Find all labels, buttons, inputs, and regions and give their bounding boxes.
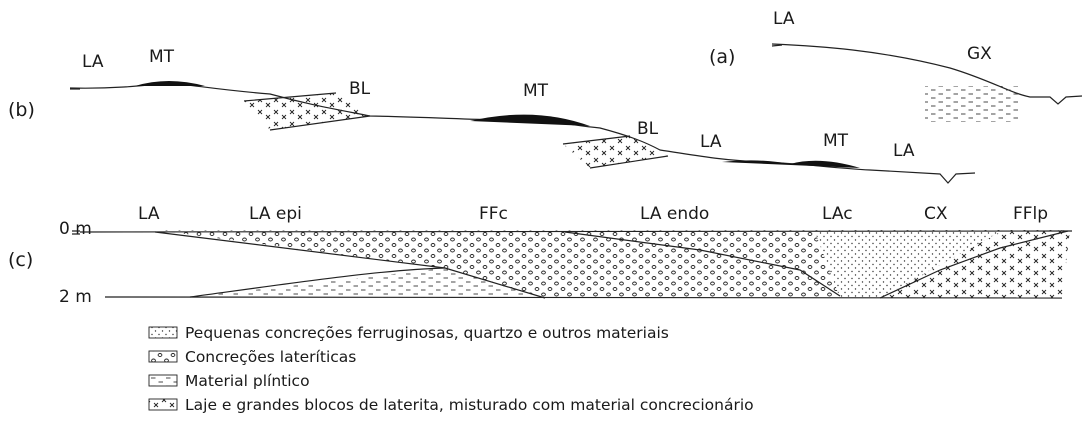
- label-b-la-2: LA: [700, 132, 722, 152]
- label-c-ffc: FFc: [479, 204, 508, 224]
- surface-line: [79, 230, 1073, 233]
- label-b-la-3: LA: [893, 141, 915, 161]
- mt-lens-2: [470, 114, 590, 126]
- legend-label-circles: Concreções lateríticas: [185, 348, 356, 366]
- laterite-blocks-zone: [880, 230, 1070, 298]
- legend-label-fine-dots: Pequenas concreções ferruginosas, quartz…: [185, 324, 669, 342]
- endo-boundary: [564, 231, 841, 297]
- plinthic-boundary: [189, 267, 446, 298]
- depth-top-ticks: [72, 230, 80, 235]
- panel-a: (a) LA GX: [709, 9, 1083, 122]
- fine-concretions-zone: [815, 232, 1000, 298]
- mt-lens-1: [135, 81, 205, 86]
- legend-swatch-fine-dots: [148, 326, 178, 339]
- legend-item-circles: Concreções lateríticas: [148, 348, 356, 366]
- label-a-gx: GX: [967, 44, 992, 64]
- panel-a-tag: (a): [709, 46, 735, 68]
- legend-swatch-circles: [148, 350, 178, 363]
- bl-wedge-2: [563, 136, 668, 168]
- label-b-mt-3: MT: [823, 131, 849, 151]
- bl-wedge-1-lines: [243, 92, 371, 131]
- panel-b: (b) LA MT BL MT BL LA MT LA: [8, 47, 976, 184]
- label-b-bl-2: BL: [637, 119, 659, 139]
- label-b-la-1: LA: [82, 52, 104, 72]
- legend-item-fine-dots: Pequenas concreções ferruginosas, quartz…: [148, 324, 669, 342]
- depth-top-label: 0 m: [59, 219, 92, 239]
- depth-bottom-label: 2 m: [59, 287, 92, 307]
- legend-swatch-dashes: [148, 374, 178, 387]
- label-a-la: LA: [773, 9, 795, 29]
- label-c-cx: CX: [924, 204, 948, 224]
- label-b-bl-1: BL: [349, 79, 371, 99]
- legend: Pequenas concreções ferruginosas, quartz…: [148, 324, 754, 414]
- label-c-la-epi: LA epi: [249, 204, 302, 224]
- plinthic-patch-a: [925, 86, 1019, 122]
- legend-label-dashes: Material plíntico: [185, 372, 310, 390]
- bl-wedge-2-lines: [562, 135, 669, 169]
- profile-a-tick: [771, 44, 783, 47]
- label-b-mt-2: MT: [523, 81, 549, 101]
- legend-label-crosses: Laje e grandes blocos de laterita, mistu…: [185, 396, 754, 414]
- legend-item-crosses: Laje e grandes blocos de laterita, mistu…: [148, 396, 754, 414]
- mt-lens-3: [722, 160, 860, 168]
- legend-swatch-crosses: [148, 398, 178, 411]
- plinthic-zone: [190, 268, 545, 298]
- label-c-fflp: FFlp: [1013, 204, 1048, 224]
- label-c-la: LA: [138, 204, 160, 224]
- panel-c-tag: (c): [8, 249, 33, 271]
- profile-a-line: [771, 43, 1083, 105]
- bl-wedge-1: [244, 93, 370, 130]
- fflp-boundary: [879, 230, 1069, 299]
- label-b-mt-1: MT: [149, 47, 175, 67]
- label-c-la-endo: LA endo: [640, 204, 709, 224]
- base-line: [104, 296, 1063, 299]
- legend-item-dashes: Material plíntico: [148, 372, 310, 390]
- panel-c: (c) 0 m 2 m LA LA epi FFc LA endo LAc CX…: [8, 204, 1073, 307]
- label-c-lac: LAc: [822, 204, 853, 224]
- panel-b-tag: (b): [8, 99, 35, 121]
